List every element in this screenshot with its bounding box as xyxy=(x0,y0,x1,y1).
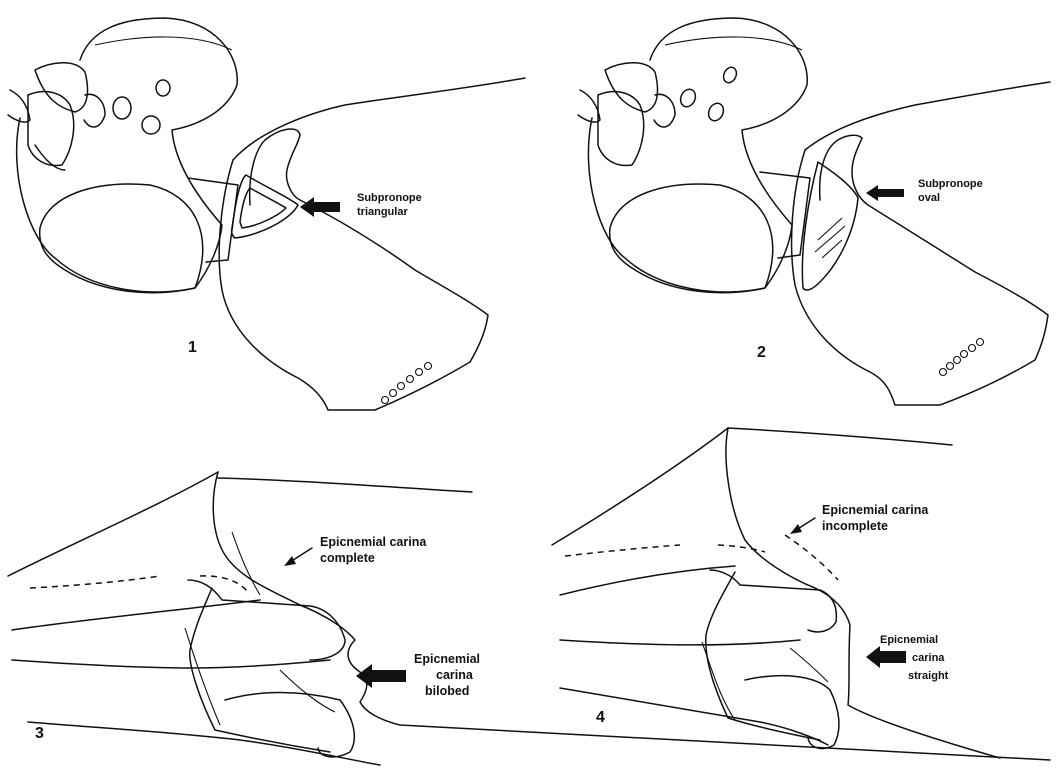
epicnemial-carina-incomplete xyxy=(718,545,765,552)
arrow-subpronope xyxy=(866,185,904,201)
figure-number: 2 xyxy=(757,344,766,361)
epicnemial-carina-incomplete xyxy=(785,535,838,580)
suture xyxy=(185,628,220,725)
head-outline xyxy=(17,18,238,292)
compound-eye xyxy=(40,184,203,293)
label-line: straight xyxy=(908,670,949,682)
pronotum xyxy=(233,78,525,160)
label-line: carina xyxy=(912,652,945,664)
coxa xyxy=(706,572,820,740)
antenna-segment xyxy=(8,90,30,122)
antenna-segment xyxy=(578,90,600,122)
pronotal-lobe xyxy=(726,428,1000,758)
label-line: Epicnemial xyxy=(414,652,480,666)
coxa-upper xyxy=(710,570,836,632)
mesonotum-edge xyxy=(218,478,472,492)
ocellus xyxy=(142,116,160,134)
label-line: Subpronope xyxy=(918,178,983,190)
antenna-segment xyxy=(605,63,658,112)
suture xyxy=(280,670,335,712)
ocellus xyxy=(721,65,739,85)
antenna-segment xyxy=(28,92,74,166)
label-line: bilobed xyxy=(425,684,469,698)
head-line xyxy=(560,640,800,645)
pronotum-edge xyxy=(552,428,728,545)
pronotum-edge xyxy=(8,472,218,576)
lower-body xyxy=(28,722,380,765)
epicnemial-carina-complete xyxy=(200,576,248,592)
ocellus xyxy=(113,97,131,119)
label-line: Epicnemial carina xyxy=(822,503,929,517)
arrow-epicnemial-straight xyxy=(866,646,906,668)
antenna-segment xyxy=(35,63,88,112)
label-line: carina xyxy=(436,668,474,682)
ocellus xyxy=(156,80,170,96)
figure-number: 3 xyxy=(35,725,44,742)
arrow-epicnemial-bilobed xyxy=(356,664,406,688)
ocellus xyxy=(706,101,726,123)
label-line: Subpronope xyxy=(357,192,422,204)
suture xyxy=(232,532,260,595)
mesonotum-edge xyxy=(728,428,952,445)
spiracle-row xyxy=(382,363,432,404)
arrowhead xyxy=(284,556,296,566)
mesopleuron xyxy=(219,135,488,410)
figure-4: Epicnemial carina incomplete Epicnemial … xyxy=(552,428,1000,758)
femur-base xyxy=(745,676,839,749)
vertex-line xyxy=(665,37,802,50)
label-line: Epicnemial xyxy=(880,634,938,646)
figure-number: 1 xyxy=(188,339,197,356)
figure-number: 4 xyxy=(596,709,605,726)
epicnemial-carina-incomplete xyxy=(565,545,680,556)
figure-2: Subpronope oval 2 xyxy=(578,18,1050,405)
figure-1: Subpronope triangular 1 xyxy=(8,18,525,410)
coxa xyxy=(190,588,330,752)
label-line: incomplete xyxy=(822,519,888,533)
label-line: oval xyxy=(918,192,940,204)
head-line xyxy=(12,660,330,668)
subpronope-oval xyxy=(802,162,858,290)
subpronope-hatch xyxy=(818,218,842,240)
prosternum xyxy=(560,566,735,595)
vertex-line xyxy=(95,37,232,50)
label-line: complete xyxy=(320,551,375,565)
ocellus xyxy=(678,87,698,109)
coxa-upper xyxy=(188,580,345,660)
head-outline xyxy=(588,18,807,292)
label-line: triangular xyxy=(357,206,408,218)
spiracle-row xyxy=(940,339,984,376)
antenna-segment xyxy=(598,92,644,166)
label-line: Epicnemial carina xyxy=(320,535,427,549)
pronotum xyxy=(805,82,1050,150)
arrowhead xyxy=(790,524,802,534)
antenna-segment xyxy=(35,145,65,170)
epicnemial-carina-complete xyxy=(30,576,160,588)
prosternum xyxy=(12,600,260,630)
neck xyxy=(760,172,810,258)
arrow-subpronope xyxy=(300,197,340,217)
compound-eye xyxy=(610,184,773,293)
